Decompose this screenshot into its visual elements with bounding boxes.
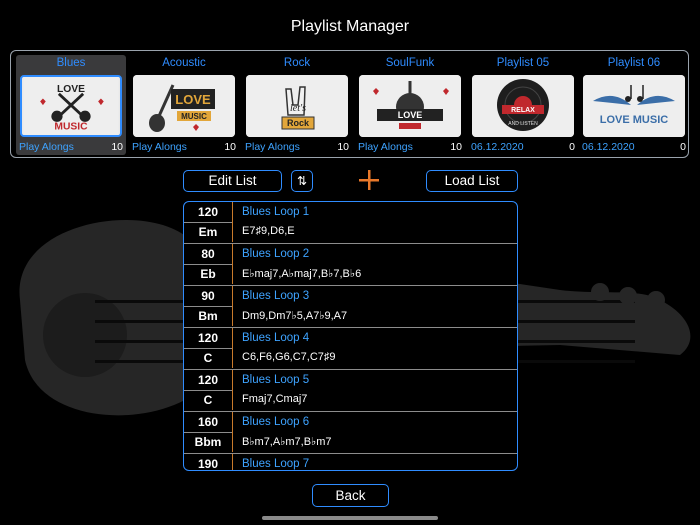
svg-text:LOVE: LOVE [398, 110, 423, 120]
playlist-count: 10 [224, 141, 236, 153]
playlist-count: 0 [680, 141, 686, 153]
song-key: Bbm [194, 435, 222, 449]
svg-text:let's: let's [290, 103, 306, 114]
playlist-subtitle: 06.12.2020 [582, 141, 635, 153]
playlist-card-06[interactable]: Playlist 06 LOVE MUSIC 06.12.2020 0 [579, 55, 689, 155]
song-name: Blues Loop 7 [242, 458, 310, 470]
svg-text:MUSIC: MUSIC [54, 121, 88, 132]
playlist-artwork-vinyl-relax: RELAX AND LISTEN [472, 75, 574, 137]
song-chords: E7♯9,D6,E [242, 225, 295, 237]
playlist-subtitle: Play Alongs [132, 141, 187, 153]
load-list-button[interactable]: Load List [426, 170, 518, 192]
playlist-card-acoustic[interactable]: Acoustic LOVE MUSIC Play Alongs 10 [129, 55, 239, 155]
song-bpm: 120 [197, 205, 219, 219]
playlist-count: 10 [337, 141, 349, 153]
song-row[interactable]: 90 Bm Blues Loop 3 Dm9,Dm7♭5,A7♭9,A7 [184, 286, 517, 328]
sort-icon[interactable]: ⇅ [291, 170, 313, 192]
svg-text:Rock: Rock [287, 118, 310, 128]
svg-text:AND LISTEN: AND LISTEN [508, 121, 538, 127]
playlist-artwork-love-music-acoustic: LOVE MUSIC [133, 75, 235, 137]
playlist-card-soulfunk[interactable]: SoulFunk LOVE Play Alongs 10 [355, 55, 465, 155]
playlist-artwork-love-music-wings: LOVE MUSIC [583, 75, 685, 137]
playlist-subtitle: Play Alongs [358, 141, 413, 153]
song-list[interactable]: 120 Em Blues Loop 1 E7♯9,D6,E 80 Eb Blue… [183, 201, 518, 471]
playlist-strip: Blues LOVE MUSIC Play Alongs 10 Acoustic [10, 50, 689, 158]
song-name: Blues Loop 3 [242, 290, 310, 302]
song-chords: Dm9,Dm7♭5,A7♭9,A7 [242, 310, 348, 322]
back-button[interactable]: Back [312, 484, 389, 507]
playlist-subtitle: 06.12.2020 [471, 141, 524, 153]
playlist-name: SoulFunk [385, 57, 435, 69]
song-chords: Fmaj7,Cmaj7 [242, 393, 308, 405]
song-bpm: 120 [197, 331, 219, 345]
playlist-card-blues[interactable]: Blues LOVE MUSIC Play Alongs 10 [16, 55, 126, 155]
playlist-count: 10 [450, 141, 462, 153]
song-bpm: 120 [197, 373, 219, 387]
svg-text:MUSIC: MUSIC [181, 112, 207, 121]
song-chords: C6,F6,G6,C7,C7♯9 [242, 351, 336, 363]
playlist-count: 0 [569, 141, 575, 153]
playlist-subtitle: Play Alongs [245, 141, 300, 153]
song-name: Blues Loop 4 [242, 332, 310, 344]
playlist-name: Acoustic [162, 57, 206, 69]
page-title: Playlist Manager [290, 18, 410, 35]
song-bpm: 80 [201, 247, 215, 261]
playlist-artwork-love-banner-guitar: LOVE [359, 75, 461, 137]
svg-text:LOVE: LOVE [57, 84, 85, 95]
playlist-name: Playlist 05 [496, 57, 550, 69]
song-name: Blues Loop 5 [242, 374, 310, 386]
playlist-count: 10 [111, 141, 123, 153]
playlist-subtitle: Play Alongs [19, 141, 74, 153]
add-icon[interactable] [356, 167, 382, 193]
song-bpm: 160 [197, 415, 219, 429]
song-key: Bm [198, 309, 218, 323]
playlist-name: Rock [283, 57, 311, 69]
song-name: Blues Loop 2 [242, 248, 310, 260]
svg-text:RELAX: RELAX [511, 107, 535, 114]
playlist-card-rock[interactable]: Rock let's Rock Play Alongs 10 [242, 55, 352, 155]
playlist-name: Blues [56, 57, 86, 69]
song-chords: E♭maj7,A♭maj7,B♭7,B♭6 [242, 268, 362, 280]
song-row[interactable]: 120 C Blues Loop 5 Fmaj7,Cmaj7 [184, 370, 517, 412]
song-key: Eb [200, 267, 216, 281]
song-row[interactable]: 160 Bbm Blues Loop 6 B♭m7,A♭m7,B♭m7 [184, 412, 517, 454]
playlist-artwork-lets-rock-hand: let's Rock [246, 75, 348, 137]
song-bpm: 190 [197, 457, 219, 471]
edit-list-button[interactable]: Edit List [183, 170, 282, 192]
song-name: Blues Loop 1 [242, 206, 310, 218]
playlist-card-05[interactable]: Playlist 05 RELAX AND LISTEN 06.12.2020 … [468, 55, 578, 155]
song-row[interactable]: 120 Em Blues Loop 1 E7♯9,D6,E [184, 202, 517, 244]
song-row[interactable]: 80 Eb Blues Loop 2 E♭maj7,A♭maj7,B♭7,B♭6 [184, 244, 517, 286]
song-key: C [203, 393, 213, 407]
svg-text:LOVE: LOVE [175, 92, 211, 107]
playlist-artwork-love-music-guitars: LOVE MUSIC [20, 75, 122, 137]
home-indicator [262, 516, 438, 520]
song-row[interactable]: 190 Blues Loop 7 [184, 454, 517, 471]
song-row[interactable]: 120 C Blues Loop 4 C6,F6,G6,C7,C7♯9 [184, 328, 517, 370]
playlist-name: Playlist 06 [607, 57, 661, 69]
song-bpm: 90 [201, 289, 215, 303]
song-key: Em [198, 225, 218, 239]
song-chords: B♭m7,A♭m7,B♭m7 [242, 436, 332, 448]
song-key: C [203, 351, 213, 365]
svg-text:LOVE MUSIC: LOVE MUSIC [600, 114, 669, 126]
song-name: Blues Loop 6 [242, 416, 310, 428]
